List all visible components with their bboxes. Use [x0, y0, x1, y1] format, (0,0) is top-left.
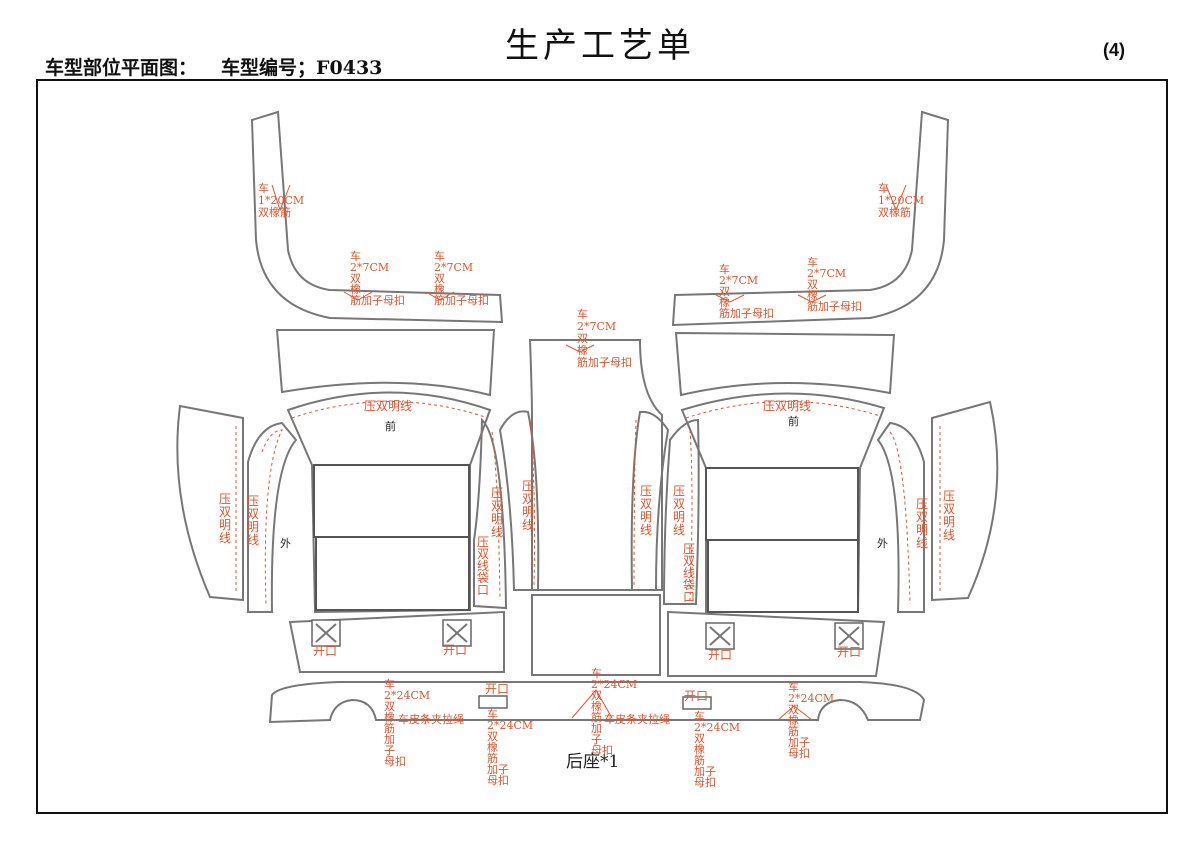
pattern-piece-top-left-strip [250, 110, 504, 324]
note-v-stitch-7: 压双明线 [916, 497, 928, 550]
pattern-piece-top-right-strip [671, 110, 950, 327]
pattern-piece-right-seat [680, 392, 886, 613]
left-seat-upper-block [313, 464, 470, 538]
note-leather-strap-right: 车皮条夹拉绳 [604, 712, 670, 726]
left-seat-lower-block [315, 536, 470, 611]
pointer [885, 184, 907, 212]
pointer [425, 291, 455, 301]
x-mark [446, 623, 468, 643]
model-number: 车型编号；F0433 [221, 57, 383, 79]
pattern-piece-lower-center-cushion [531, 594, 661, 676]
left-inner-stitch [491, 431, 501, 601]
strip-opening-right [682, 696, 712, 710]
right-gusset-stitch [889, 431, 911, 605]
center-right-stitch [633, 419, 637, 589]
pattern-piece-center-back [528, 339, 663, 591]
pattern-piece-right-gusset [876, 421, 925, 613]
note-opening-6: 开口 [684, 689, 708, 703]
x-mark [838, 626, 860, 646]
note-double-stitch-right: 压双明线 [763, 399, 811, 413]
pointer [571, 689, 613, 719]
note-v-stitch-2: 压双明线 [247, 494, 259, 547]
pattern-piece-bottom-strip [268, 681, 926, 724]
note-double-stitch-left: 压双明线 [364, 399, 412, 413]
note-opening-2: 开口 [443, 643, 467, 657]
pattern-piece-lower-right-cushion [667, 610, 886, 677]
pattern-piece-outer-right-side [931, 400, 999, 602]
pattern-piece-upper-left-panel [275, 329, 496, 397]
note-v-stitch-5: 压双明线 [640, 484, 652, 537]
diagram-label: 车型部位平面图： [45, 57, 198, 79]
note-v-stitch-6: 压双明线 [673, 484, 685, 537]
pattern-piece-upper-right-panel [674, 331, 896, 397]
right-inner-stitch [689, 429, 693, 601]
page-number: (4) [1103, 40, 1125, 60]
note-opening-4: 开口 [837, 645, 861, 659]
strip-opening-left [478, 695, 508, 709]
note-v-pocket-1: 压双线袋口 [477, 535, 489, 597]
center-left-stitch [529, 419, 535, 589]
pattern-piece-right-inner-panel [662, 418, 700, 605]
note-leather-strap-left: 车皮条夹拉绳 [398, 712, 464, 726]
pointer [343, 291, 373, 301]
drawing-frame [36, 79, 1168, 814]
pointer [715, 294, 745, 303]
left-seat-stitch-line [291, 401, 489, 419]
label-outer-left: 外 [280, 537, 291, 550]
note-opening-1: 开口 [313, 644, 337, 658]
pointer [565, 344, 595, 353]
right-seat-lower-block [707, 539, 859, 613]
pattern-piece-lower-left-cushion [288, 610, 505, 673]
note-v-stitch-8: 压双明线 [943, 489, 955, 542]
note-v-stitch-3: 压双明线 [491, 486, 503, 539]
pattern-piece-center-right-strip [630, 410, 670, 591]
note-v-stitch-4: 压双明线 [522, 479, 534, 532]
right-seat-stitch-line [685, 401, 881, 419]
pointer [271, 184, 291, 212]
pointer [797, 294, 827, 303]
note-opening-5: 开口 [485, 682, 509, 696]
note-opening-3: 开口 [708, 648, 732, 662]
right-seat-upper-block [705, 467, 859, 541]
note-v-stitch-1: 压双明线 [219, 492, 231, 545]
page-title: 生产工艺单 [505, 26, 695, 66]
x-mark [709, 626, 731, 646]
label-outer-right: 外 [877, 537, 888, 550]
label-front-left: 前 [385, 419, 396, 433]
diagram-caption: 后座*1 [566, 752, 619, 772]
pattern-piece-outer-left-side [176, 404, 244, 602]
pattern-piece-center-left-strip [498, 410, 540, 591]
label-front-right: 前 [788, 414, 799, 428]
pointer [777, 705, 813, 721]
pattern-piece-left-gusset [247, 421, 298, 613]
header-labels: 车型部位平面图： 车型编号；F0433 [45, 53, 382, 80]
x-mark [315, 623, 337, 643]
note-v-pocket-2: 压双线袋口 [683, 542, 695, 604]
